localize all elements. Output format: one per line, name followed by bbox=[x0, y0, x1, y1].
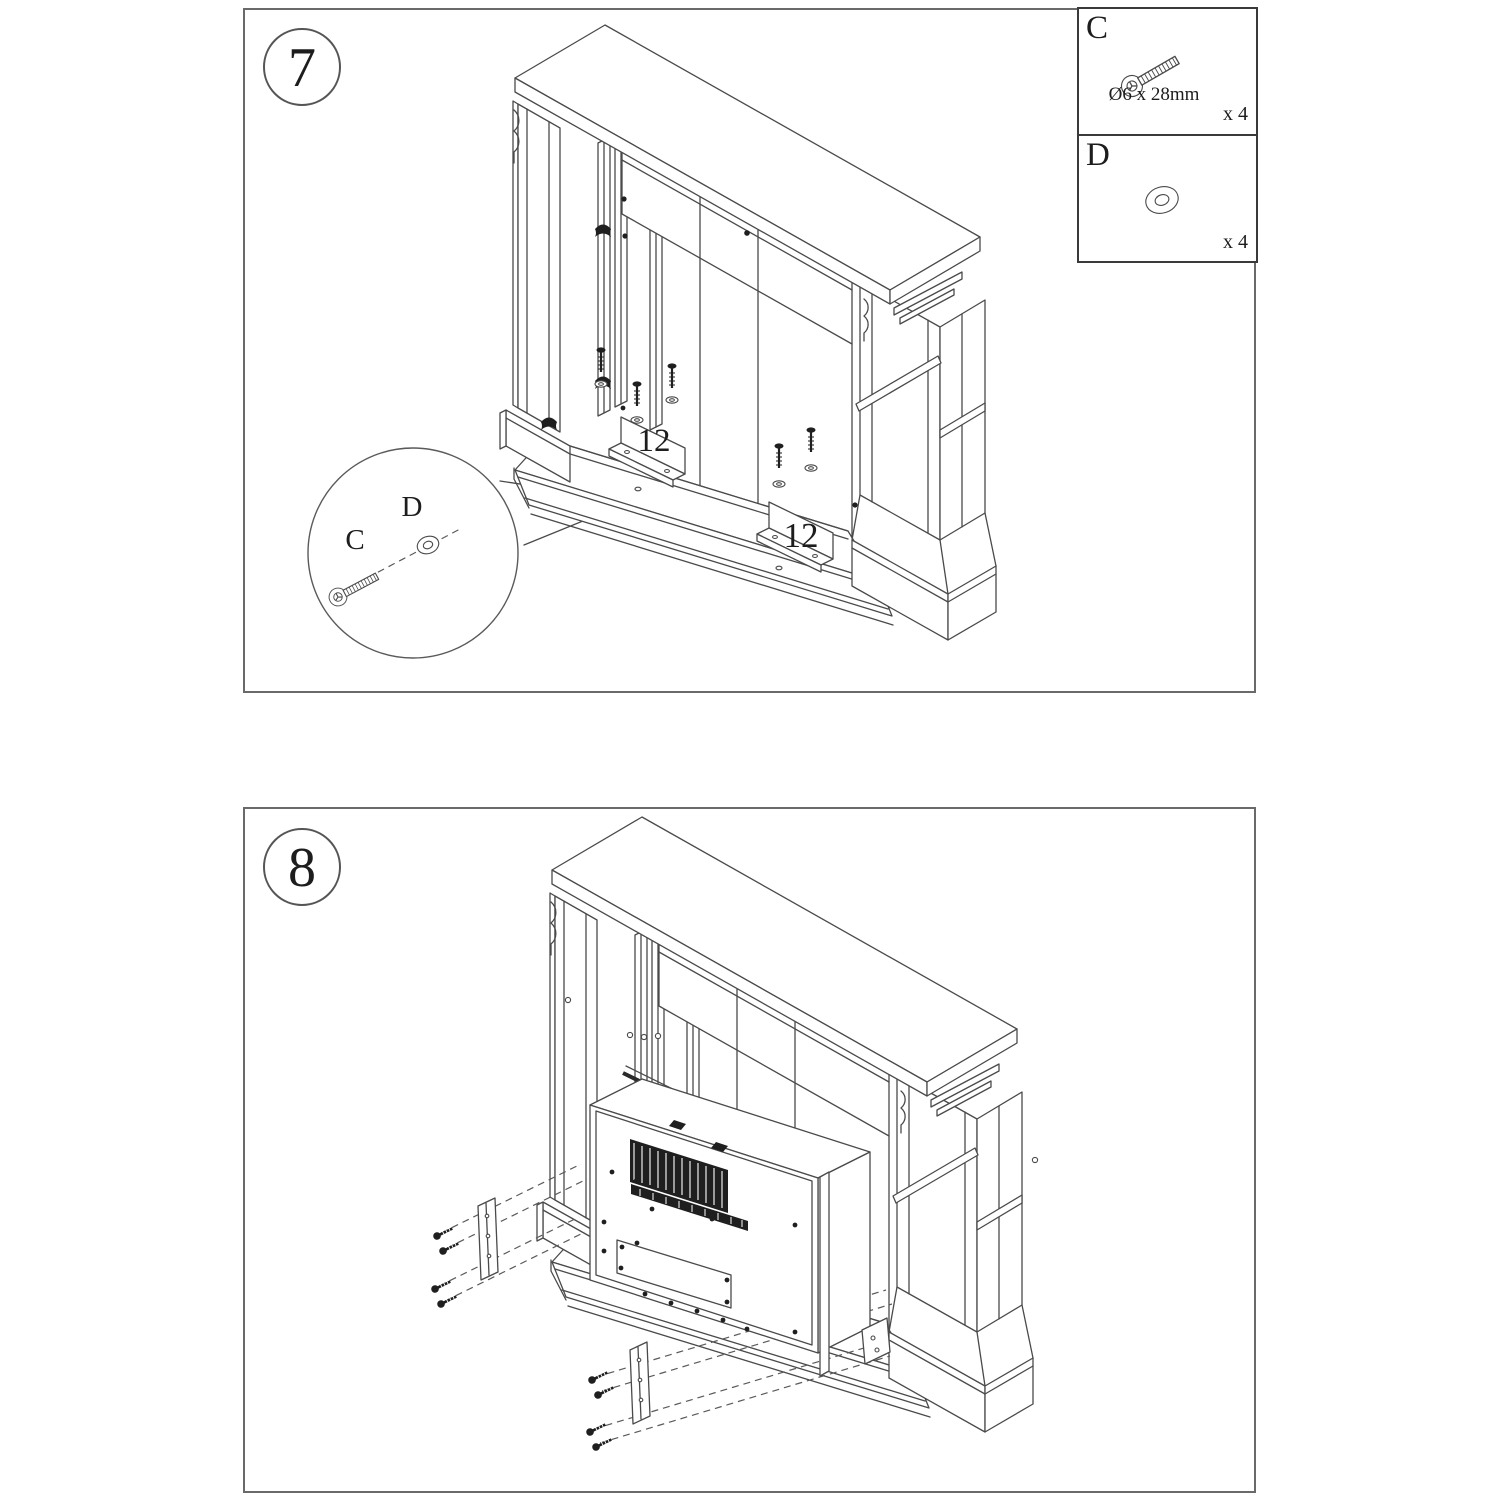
legend-spec-C: Ø6 x 28mm bbox=[1108, 84, 1200, 105]
legend-qty-C: x 4 bbox=[1223, 103, 1248, 125]
legend-id-C: C bbox=[1086, 10, 1109, 46]
step8-badge: 8 bbox=[263, 828, 341, 906]
callout-label-D: D bbox=[401, 491, 423, 523]
hardware-legend bbox=[1077, 7, 1258, 263]
step7-number: 7 bbox=[288, 37, 316, 99]
step8-number: 8 bbox=[288, 837, 316, 899]
bracket-label-right: 12 bbox=[783, 516, 819, 555]
legend-item-C bbox=[1079, 9, 1256, 136]
legend-id-D: D bbox=[1086, 137, 1110, 173]
legend-qty-D: x 4 bbox=[1223, 231, 1248, 253]
bracket-label-left: 12 bbox=[637, 423, 671, 459]
step8-panel bbox=[243, 807, 1256, 1493]
callout-label-C: C bbox=[345, 524, 365, 556]
step7-badge: 7 bbox=[263, 28, 341, 106]
